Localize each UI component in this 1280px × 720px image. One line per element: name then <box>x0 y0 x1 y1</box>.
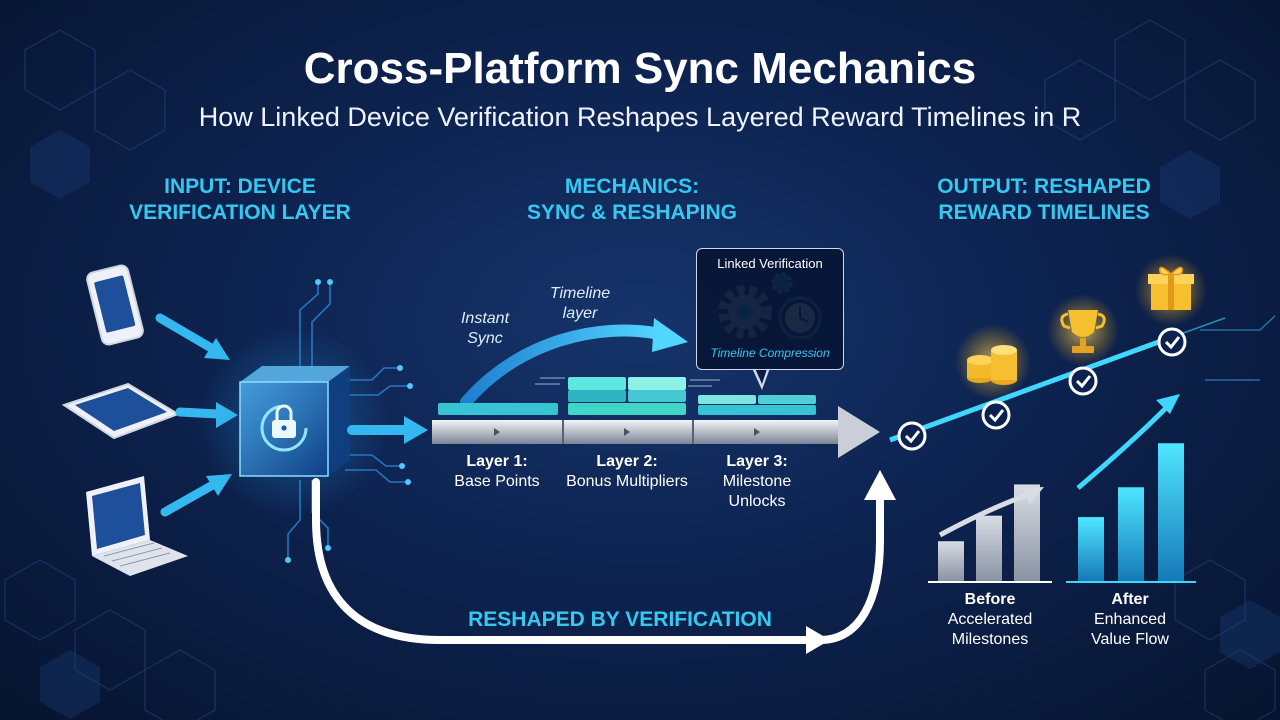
reshaped-by-verification-label: RESHAPED BY VERIFICATION <box>468 608 772 631</box>
before-bar-1 <box>938 541 964 581</box>
trophy-icon <box>1047 294 1119 366</box>
layer-3-name: Layer 3: <box>726 453 788 470</box>
after-desc-line-2: Value Flow <box>1091 631 1169 648</box>
after-bar-1 <box>1078 517 1104 581</box>
timeline-layer-line-2: layer <box>562 305 598 322</box>
after-bar-2 <box>1118 487 1144 581</box>
linked-verification-callout: Linked Verification Timeline Compression <box>696 248 844 370</box>
timeline-track <box>432 406 880 458</box>
reward-timeline-line <box>889 333 1176 443</box>
callout-subtitle: Timeline Compression <box>710 346 830 360</box>
before-title: Before <box>964 591 1016 608</box>
after-bar-3 <box>1158 443 1184 581</box>
timeline-layer-line-1: Timeline <box>549 285 611 302</box>
after-desc-line-1: Enhanced <box>1093 611 1167 628</box>
section-input-heading: INPUT: DEVICE VERIFICATION LAYER <box>90 174 390 226</box>
reshape-arrow <box>312 478 884 644</box>
after-title: After <box>1111 591 1149 608</box>
layer-1-label: Layer 1: Base Points <box>432 452 562 492</box>
instant-sync-line-1: Instant <box>460 310 510 327</box>
layer-blocks <box>438 377 816 415</box>
milestone-checks <box>897 327 1187 451</box>
layer-2-label: Layer 2: Bonus Multipliers <box>552 452 702 492</box>
section-mechanics-heading: MECHANICS: SYNC & RESHAPING <box>482 174 782 226</box>
after-chart <box>1066 394 1196 583</box>
phone-icon <box>86 264 144 346</box>
layer-1-name: Layer 1: <box>466 453 528 470</box>
before-desc-line-1: Accelerated <box>947 611 1033 628</box>
section-output-line-1: OUTPUT: RESHAPED <box>937 175 1151 198</box>
layer-2-desc: Bonus Multipliers <box>566 473 688 490</box>
instant-sync-line-2: Sync <box>467 330 503 347</box>
layer-3-desc-line-2: Unlocks <box>728 493 786 510</box>
timeline-curve-arrow <box>460 324 666 408</box>
section-mechanics-line-1: MECHANICS: <box>564 175 700 198</box>
before-bar-2 <box>976 515 1002 581</box>
page-subtitle: How Linked Device Verification Reshapes … <box>198 102 1082 132</box>
callout-title: Linked Verification <box>717 256 823 271</box>
tablet-icon <box>61 382 181 440</box>
after-label: After Enhanced Value Flow <box>1060 590 1200 650</box>
before-label: Before Accelerated Milestones <box>920 590 1060 650</box>
page-title: Cross-Platform Sync Mechanics <box>303 44 977 93</box>
laptop-icon <box>86 476 188 576</box>
section-input-line-1: INPUT: DEVICE <box>164 175 316 198</box>
timeline-layer-label: Timeline layer <box>540 284 620 324</box>
layer-1-desc: Base Points <box>454 473 540 490</box>
before-desc-line-2: Milestones <box>951 631 1029 648</box>
section-mechanics-line-2: SYNC & RESHAPING <box>526 201 738 224</box>
section-output-line-2: REWARD TIMELINES <box>938 201 1150 224</box>
layer-2-name: Layer 2: <box>596 453 658 470</box>
instant-sync-label: Instant Sync <box>440 309 530 349</box>
layer-3-label: Layer 3: Milestone Unlocks <box>697 452 817 512</box>
section-input-line-2: VERIFICATION LAYER <box>129 201 351 224</box>
layer-3-desc-line-1: Milestone <box>722 473 792 490</box>
before-chart <box>928 484 1052 583</box>
gift-icon <box>1135 254 1207 326</box>
section-output-heading: OUTPUT: RESHAPED REWARD TIMELINES <box>894 174 1194 226</box>
coins-icon <box>955 324 1031 400</box>
verification-cube-icon <box>199 327 389 517</box>
